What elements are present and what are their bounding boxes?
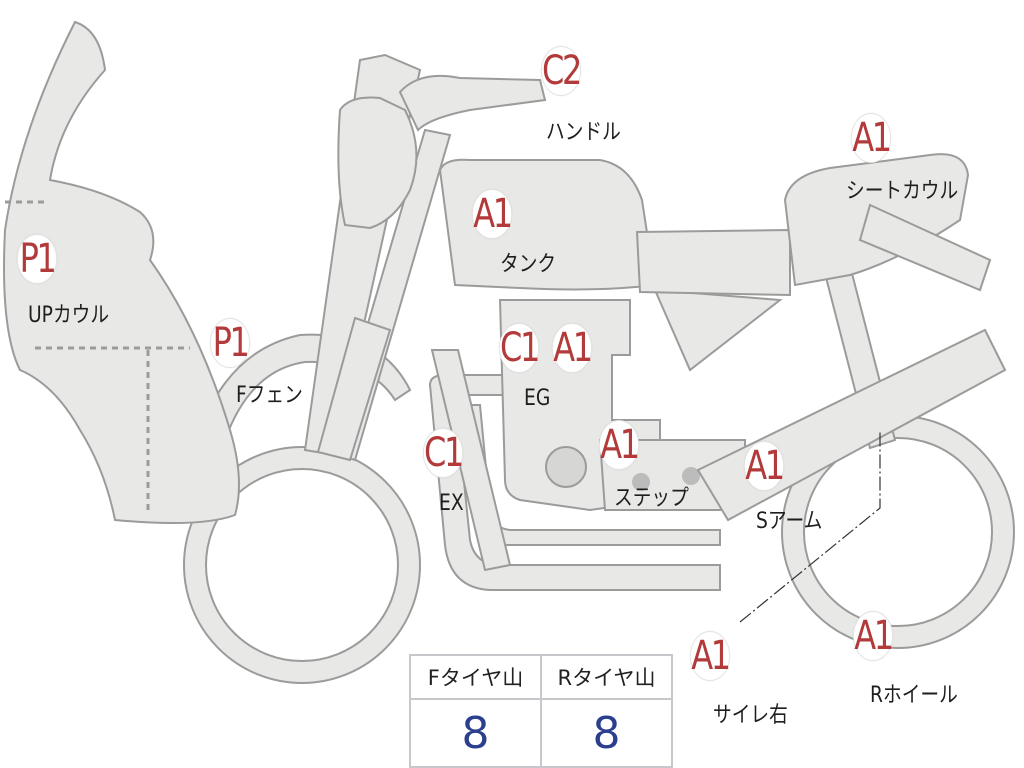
- label-tank: タンク: [500, 252, 557, 277]
- marker-handle: C2: [541, 46, 582, 96]
- label-upper-cowl: UPカウル: [28, 303, 110, 328]
- side-panel: [653, 288, 783, 372]
- step-peg-1: [632, 473, 650, 491]
- seat-cowl-tail: [858, 203, 992, 292]
- marker-rear-wheel: A1: [853, 611, 894, 661]
- fork-lower: [316, 316, 392, 462]
- front-tire-header: Fタイヤ山: [409, 654, 542, 700]
- label-seat-cowl: シートカウル: [846, 179, 959, 204]
- marker-engine-a: A1: [552, 323, 593, 373]
- rear-tire-value: 8: [540, 698, 673, 768]
- label-rear-wheel: Rホイール: [870, 683, 958, 708]
- muffler-leader-line: [739, 432, 881, 623]
- label-exhaust: EX: [439, 491, 464, 516]
- label-handle: ハンドル: [546, 120, 621, 145]
- marker-seat-cowl: A1: [851, 113, 892, 163]
- upper-cowl-shape: [3, 20, 240, 525]
- marker-front-fender: P1: [210, 318, 250, 368]
- rear-tire-header: Rタイヤ山: [540, 654, 673, 700]
- marker-upper-cowl: P1: [17, 234, 57, 284]
- lower-frame: [430, 349, 512, 572]
- front-wheel-inner: [205, 468, 399, 662]
- marker-step: A1: [599, 420, 640, 470]
- tire-tread-table: Fタイヤ山 Rタイヤ山 8 8: [409, 654, 673, 768]
- marker-engine-c: C1: [499, 323, 540, 373]
- front-tire-value: 8: [409, 698, 542, 768]
- label-muffler-right: サイレ右: [713, 703, 788, 728]
- engine-cover: [545, 446, 587, 488]
- marker-exhaust: C1: [423, 428, 464, 478]
- seat: [635, 228, 791, 297]
- marker-tank: A1: [472, 189, 513, 239]
- label-engine: EG: [524, 386, 551, 411]
- step-peg-2: [682, 467, 700, 485]
- label-swing-arm: Sアーム: [756, 509, 823, 534]
- handlebar: [398, 74, 547, 132]
- marker-swing-arm: A1: [744, 441, 785, 491]
- marker-muffler-right: A1: [690, 631, 731, 681]
- headlight: [337, 96, 418, 230]
- label-front-fender: Fフェン: [236, 383, 303, 408]
- label-step: ステップ: [614, 486, 689, 511]
- rear-wheel-inner: [803, 437, 993, 627]
